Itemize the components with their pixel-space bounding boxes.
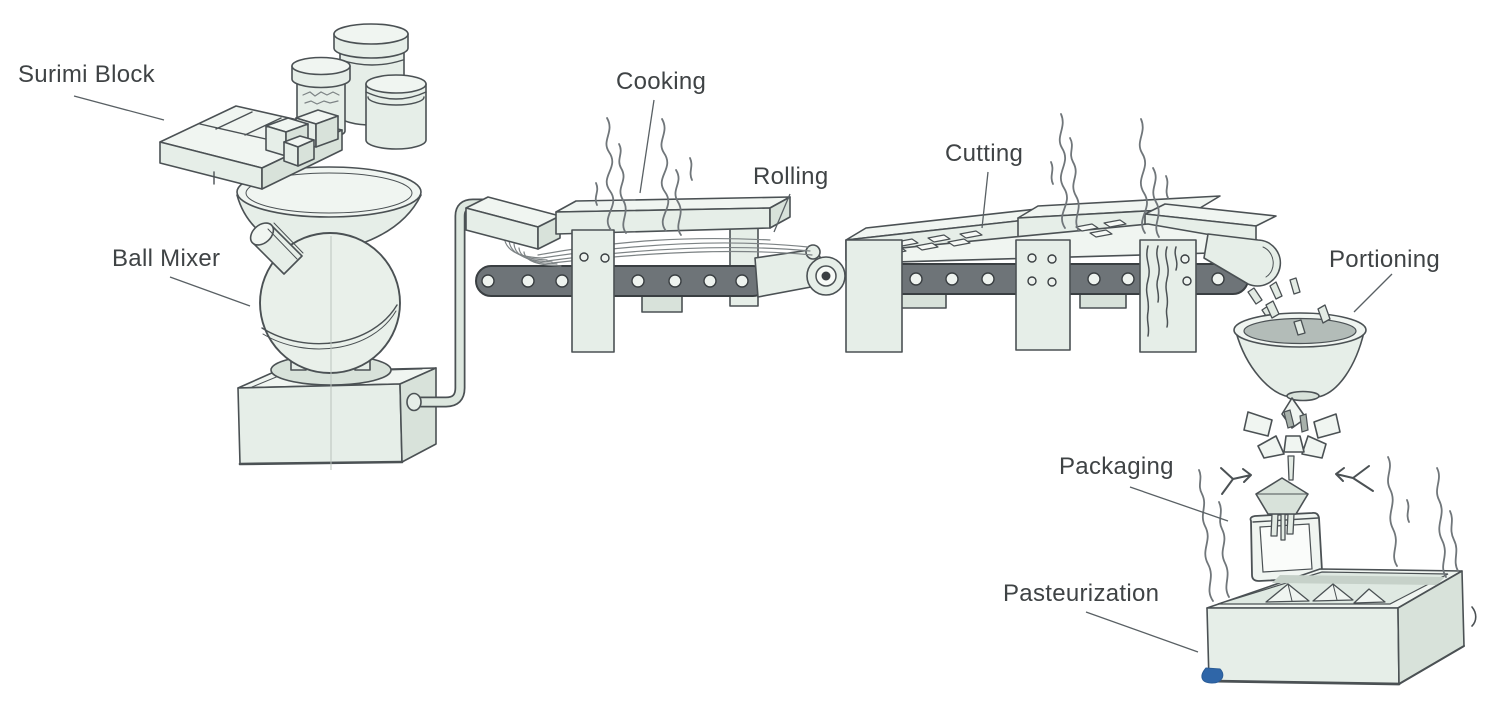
leader-packaging: [1129, 486, 1229, 522]
leader-portioning: [1353, 273, 1393, 313]
leader-pasteurization: [1085, 611, 1199, 653]
leader-lines: [73, 95, 1393, 653]
label-pasteurization: Pasteurization: [1003, 580, 1160, 607]
steam-icon: [594, 117, 693, 236]
wrap-motion-arrows-icon: [1220, 465, 1374, 495]
mixer-sphere: [259, 232, 401, 374]
label-packaging: Packaging: [1059, 453, 1174, 480]
portioning-funnel-icon: [1233, 277, 1367, 402]
label-surimi-block: Surimi Block: [18, 61, 155, 88]
leader-cooking: [639, 99, 655, 194]
leader-rolling: [773, 193, 791, 233]
forming-funnel-icon: [1255, 455, 1309, 541]
leader-cutting: [981, 171, 989, 229]
cut-pieces: [883, 219, 1127, 255]
extruder-head-icon: [465, 196, 561, 250]
cooking-gate-icon: [555, 196, 791, 353]
leader-surimi-block: [73, 95, 165, 121]
packaging-machine-icon: [1220, 397, 1374, 582]
surimi-block-icon: [159, 105, 343, 190]
discharge-chute-icon: [1203, 233, 1282, 287]
falling-sticks: [1247, 277, 1301, 323]
label-rolling: Rolling: [753, 163, 829, 190]
packaging-pouch-icon: [1249, 511, 1324, 582]
film-wrap-burst-icon: [1243, 397, 1341, 459]
pasteurization-bath-icon: [1201, 568, 1477, 686]
cooking-conveyor-icon: [465, 196, 846, 353]
wrapped-packages-icon: [1265, 583, 1386, 604]
glaze-drips-icon: [1145, 245, 1178, 337]
label-portioning: Portioning: [1329, 246, 1441, 273]
steam-icon: [1387, 456, 1459, 578]
conveyor-belt: [475, 265, 769, 297]
label-cooking: Cooking: [616, 68, 707, 95]
steam-icon: [1198, 469, 1230, 602]
label-cutting: Cutting: [945, 140, 1024, 167]
transfer-pipe-icon: [406, 198, 492, 412]
label-ball-mixer: Ball Mixer: [112, 245, 221, 272]
leader-ball-mixer: [169, 276, 251, 307]
steam-icon: [1050, 113, 1169, 238]
ball-mixer-icon: [237, 222, 437, 470]
rolling-roller-icon: [805, 244, 846, 296]
blue-ink-spot: [1201, 667, 1224, 684]
cut-surimi-cubes-icon: [265, 109, 339, 167]
cutting-conveyor-icon: [845, 195, 1282, 353]
